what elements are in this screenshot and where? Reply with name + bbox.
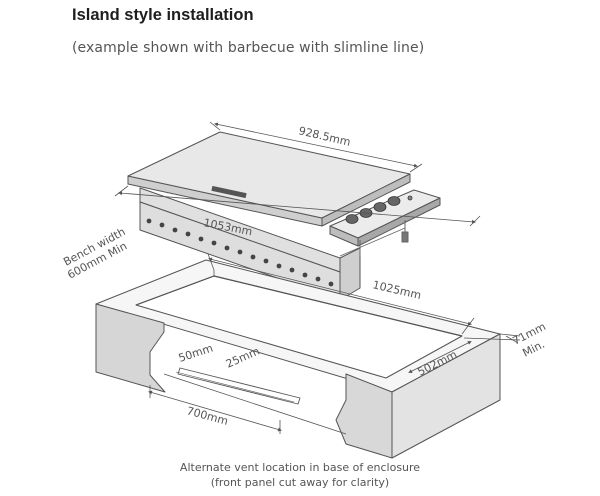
dimension-1053 [114,185,481,227]
dim-700-label: 700mm [185,404,229,428]
dimension-71 [463,333,521,344]
dimension-1025 [207,253,475,335]
dimension-502 [408,341,472,373]
bench-left-face [95,303,166,393]
bench-front-face [335,373,393,459]
diagram-title: Island style installation [72,6,254,24]
dim-928-label: 928.5mm [297,124,351,149]
caption-line1: Alternate vent location in base of enclo… [179,461,421,474]
diagram-subtitle: (example shown with barbecue with slimli… [72,40,425,56]
dim-50-label: 50mm [177,342,215,365]
dimension-700 [148,385,282,434]
dim-25-label: 25mm [224,344,262,370]
dim-1025-label: 1025mm [371,278,422,302]
caption-line2: (front panel cut away for clarity) [210,476,390,489]
dimension-928 [209,121,423,173]
